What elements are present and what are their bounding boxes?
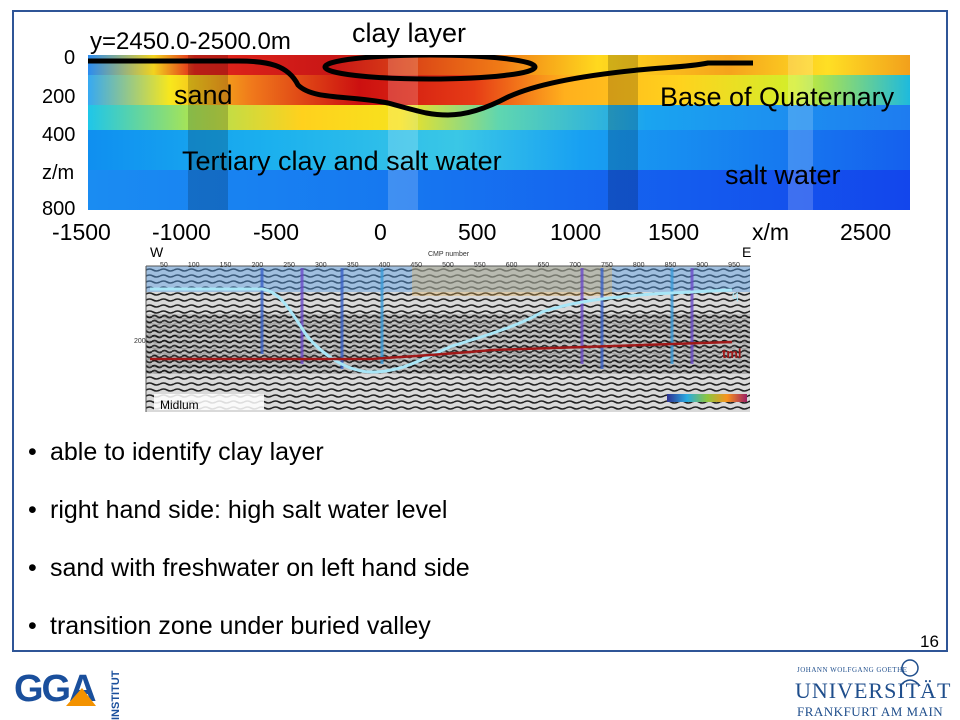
x-tick: 1000 <box>550 219 602 245</box>
z-tick: 200 <box>42 86 76 108</box>
cmp-tick: 950 <box>728 262 740 269</box>
bullet-item: transition zone under buried valley <box>28 614 470 640</box>
cmp-tick: 150 <box>219 262 232 269</box>
cmp-tick: 750 <box>601 262 613 269</box>
cmp-tick: 450 <box>410 262 423 269</box>
z-tick: 400 <box>42 124 76 146</box>
z-axis-label: z/m <box>42 162 75 184</box>
uni-line1: JOHANN WOLFGANG GOETHE <box>797 666 908 674</box>
base-quaternary-label: Base of Quaternary <box>660 82 895 112</box>
horizon-q-label: q <box>732 288 739 302</box>
cmp-tick: 900 <box>696 262 709 269</box>
cmp-tick: 500 <box>442 262 454 269</box>
x-tick: -1500 <box>52 219 111 245</box>
salt-water-label: salt water <box>725 160 841 190</box>
cmp-tick: 100 <box>187 262 200 269</box>
cmp-tick: 600 <box>505 262 518 269</box>
cmp-tick: 850 <box>664 262 677 269</box>
cmp-tick: 200 <box>251 262 264 269</box>
bullet-item: able to identify clay layer <box>28 440 470 466</box>
page-number: 16 <box>920 632 939 651</box>
cmp-tick: 400 <box>378 262 391 269</box>
cmp-tick: 300 <box>315 262 327 269</box>
cmp-tick: 650 <box>537 262 550 269</box>
resistivity-image <box>88 52 910 210</box>
horizon-tml-label: tml <box>722 346 742 361</box>
cmp-tick: 350 <box>346 262 359 269</box>
z-tick: 0 <box>64 47 76 69</box>
resistivity-section <box>88 52 910 210</box>
seismic-depth-tick: 200 <box>134 338 146 345</box>
cmp-tick-row: 50 100 150 200 250 300 350 400 450 500 5… <box>160 262 740 272</box>
seismic-image <box>132 244 752 412</box>
bullet-item: sand with freshwater on left hand side <box>28 556 470 582</box>
x-tick: 500 <box>458 219 497 245</box>
bullet-list: able to identify clay layer right hand s… <box>28 440 470 672</box>
goethe-portrait-icon <box>899 659 921 686</box>
west-label: W <box>150 244 164 260</box>
x-tick: -500 <box>253 219 300 245</box>
x-tick: 0 <box>374 219 387 245</box>
cmp-tick: 250 <box>283 262 295 269</box>
cmp-tick: 800 <box>632 262 645 269</box>
east-label: E <box>742 244 752 260</box>
institut-label: INSTITUT <box>110 670 122 720</box>
tertiary-label: Tertiary clay and salt water <box>182 146 502 176</box>
x-axis-label: x/m <box>752 219 790 245</box>
cmp-tick: 700 <box>569 262 581 269</box>
cmp-tick: 50 <box>160 262 168 269</box>
uni-line3: FRANKFURT AM MAIN <box>797 704 944 719</box>
x-tick: 1500 <box>648 219 700 245</box>
gga-logo: GGA <box>14 666 114 712</box>
footer: GGA INSTITUT JOHANN WOLFGANG GOETHE UNIV… <box>0 652 960 720</box>
z-tick: 800 <box>42 198 76 220</box>
gga-logo-mark <box>66 688 96 706</box>
location-label: Midlum <box>160 398 199 412</box>
x-tick: 2500 <box>840 219 892 245</box>
sand-label: sand <box>174 80 233 110</box>
uni-line2: UNIVERSITÄT <box>795 678 952 703</box>
cmp-tick: 550 <box>473 262 486 269</box>
clay-layer-label: clay layer <box>352 18 467 48</box>
university-logo: JOHANN WOLFGANG GOETHE UNIVERSITÄT FRANK… <box>795 656 955 720</box>
seismic-section <box>132 244 752 412</box>
bullet-item: right hand side: high salt water level <box>28 498 470 524</box>
x-tick: -1000 <box>152 219 211 245</box>
cmp-label: CMP number <box>428 251 470 258</box>
plot-title: y=2450.0-2500.0m <box>90 28 291 55</box>
